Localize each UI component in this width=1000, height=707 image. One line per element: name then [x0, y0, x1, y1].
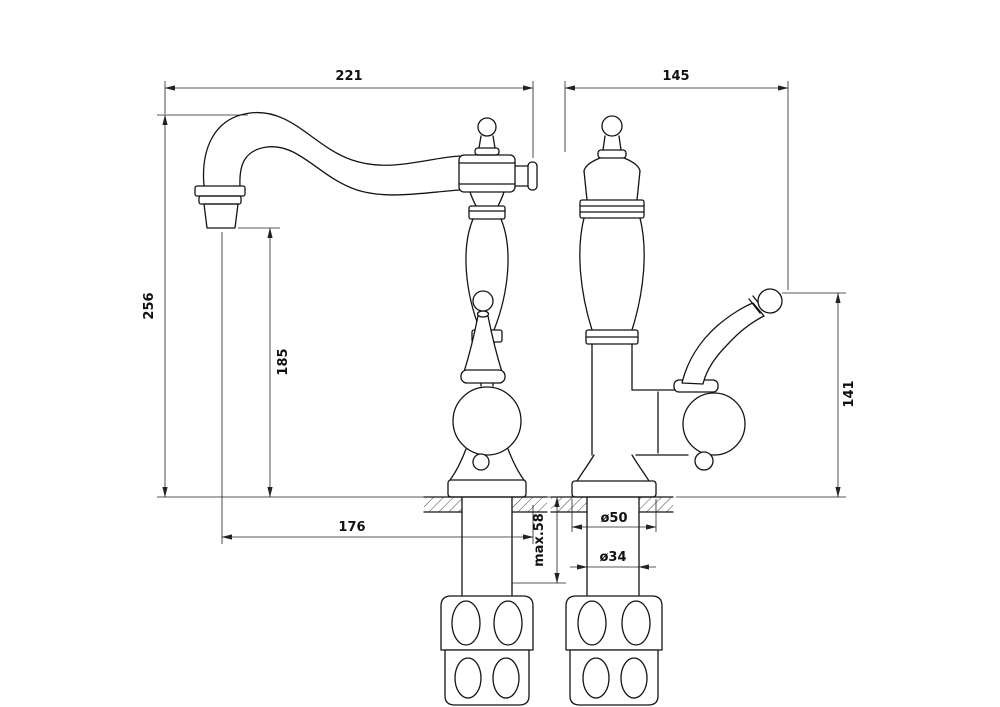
shank-and-nuts-side [440, 496, 534, 706]
body-column-front [579, 115, 645, 391]
dimension-256: 256 [142, 114, 424, 498]
dim-label-dia50: ø50 [600, 511, 627, 526]
finial-ball [477, 117, 497, 137]
left-view-faucet-side [194, 111, 548, 706]
dimension-185: 185 [238, 227, 291, 498]
shank-and-nuts-front [565, 496, 663, 706]
dim-label-256: 256 [142, 292, 157, 319]
housing-end-cap [682, 392, 746, 456]
spout [194, 111, 461, 229]
dimension-max58: max.58 [512, 496, 566, 584]
deck-section-left [423, 496, 548, 513]
finial-ball-front [601, 115, 623, 137]
housing-front [591, 389, 746, 471]
dim-label-176: 176 [338, 520, 365, 535]
handle-ball-side [472, 290, 494, 312]
base-flange-side [447, 448, 527, 498]
handle-side [460, 290, 506, 384]
dim-label-145: 145 [662, 69, 689, 84]
base-flange-front [571, 454, 657, 498]
body-column-side [458, 117, 538, 387]
ball-joint [452, 386, 522, 456]
dimension-dia34: ø34 [570, 550, 656, 570]
dimension-145: 145 [564, 69, 789, 290]
diverter-knob [514, 165, 529, 187]
dim-label-185: 185 [276, 348, 291, 375]
handle-front [673, 288, 783, 393]
dimension-221: 221 [164, 69, 534, 158]
deck-section-right [550, 496, 674, 513]
dim-label-dia34: ø34 [599, 550, 626, 565]
set-screw [472, 453, 490, 471]
dimension-141: 141 [676, 292, 857, 498]
right-view-faucet-front [550, 115, 783, 706]
dimension-dia50: ø50 [571, 499, 657, 532]
dim-label-221: 221 [335, 69, 362, 84]
set-screw-front [694, 451, 714, 471]
dim-label-max58: max.58 [532, 513, 547, 567]
dim-label-141: 141 [842, 380, 857, 407]
handle-ball-front [757, 288, 783, 314]
dimension-176: 176 [221, 232, 534, 544]
